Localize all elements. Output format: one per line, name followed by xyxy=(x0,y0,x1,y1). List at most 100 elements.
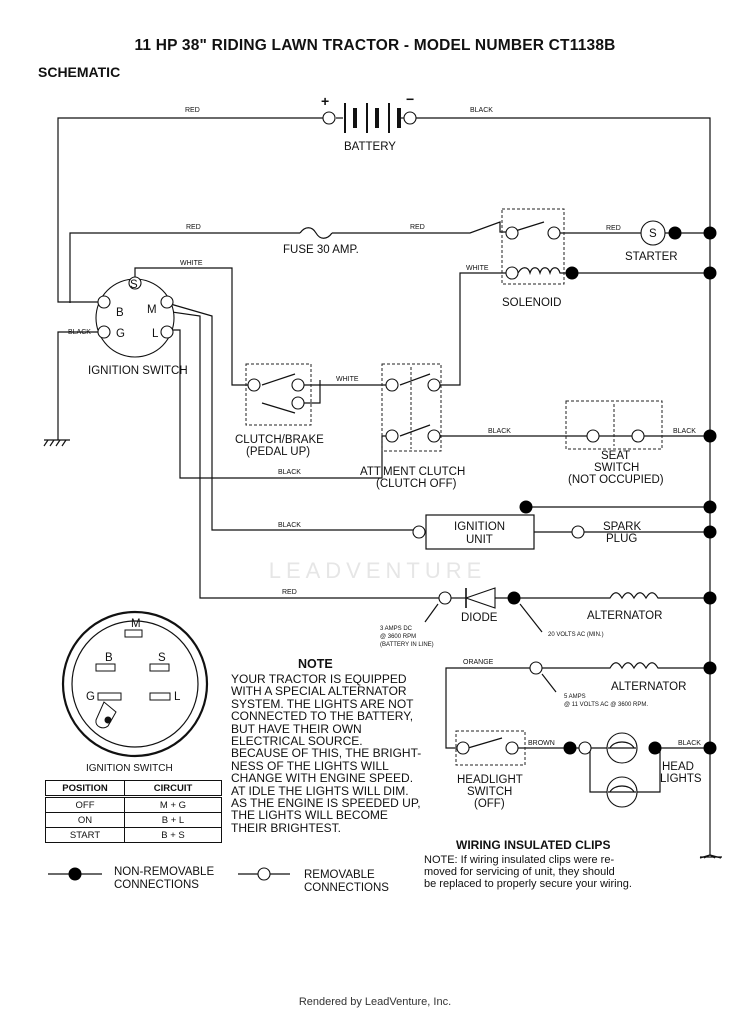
wire-label-red: RED xyxy=(606,225,621,232)
footer-credit: Rendered by LeadVenture, Inc. xyxy=(298,996,452,1008)
page-title: 11 HP 38" RIDING LAWN TRACTOR - MODEL NU… xyxy=(134,37,616,54)
table-header: CIRCUIT xyxy=(124,780,222,798)
terminal-b-label: B xyxy=(116,307,124,319)
head-lights-label-2: LIGHTS xyxy=(660,773,702,785)
wire-label-black: BLACK xyxy=(470,107,493,114)
ignition-switch-label: IGNITION SWITCH xyxy=(88,365,188,377)
terminal-m xyxy=(160,295,174,309)
legend-non-removable-label: NON-REMOVABLE xyxy=(114,866,214,878)
note-title: NOTE xyxy=(298,657,333,671)
wire-label-black: BLACK xyxy=(278,469,301,476)
solenoid-box xyxy=(501,208,565,285)
alternator-label: ALTERNATOR xyxy=(587,610,662,622)
page-subtitle: SCHEMATIC xyxy=(38,64,121,80)
dc-spec-line-2: @ 3600 RPM xyxy=(380,634,416,640)
terminal-g xyxy=(97,325,111,339)
wire-label-black: BLACK xyxy=(68,329,91,336)
table-row: OFF M + G xyxy=(45,796,222,813)
spark-plug-label: SPARK xyxy=(603,521,641,533)
wire-label-red: RED xyxy=(282,589,297,596)
terminal-m-label: M xyxy=(147,304,157,316)
table-cell: OFF xyxy=(45,796,125,813)
ac-min-spec: 20 VOLTS AC (MIN.) xyxy=(548,632,604,638)
headlight-switch-label-2: SWITCH xyxy=(467,786,512,798)
starter-label: STARTER xyxy=(625,251,678,263)
table-cell: START xyxy=(45,827,125,843)
headlight-switch-label: HEADLIGHT xyxy=(457,774,523,786)
seat-switch-sublabel: (NOT OCCUPIED) xyxy=(568,474,664,486)
ignition-unit-label-2: UNIT xyxy=(466,534,493,546)
legend-non-removable-label-2: CONNECTIONS xyxy=(114,879,199,891)
table-cell: B + S xyxy=(124,827,222,843)
seat-switch-box xyxy=(565,400,663,450)
starter-symbol: S xyxy=(649,228,657,240)
head-lights-label: HEAD xyxy=(662,761,694,773)
insulated-clips-title: WIRING INSULATED CLIPS xyxy=(456,838,611,852)
wire-label-white: WHITE xyxy=(466,265,489,272)
terminal-s-label: S xyxy=(130,279,138,291)
diode-label: DIODE xyxy=(461,612,498,624)
wire-label-orange: ORANGE xyxy=(463,659,494,666)
face-terminal-g: G xyxy=(86,691,95,703)
headlight-switch-sublabel: (OFF) xyxy=(474,798,505,810)
legend-removable-label-2: CONNECTIONS xyxy=(304,882,389,894)
fuse-label: FUSE 30 AMP. xyxy=(283,244,359,256)
table-cell: ON xyxy=(45,812,125,828)
head-lights-icon xyxy=(606,732,638,808)
table-cell: B + L xyxy=(124,812,222,828)
wire-label-red: RED xyxy=(410,224,425,231)
dc-spec-line-3: (BATTERY IN LINE) xyxy=(380,642,434,648)
terminal-s xyxy=(128,276,142,290)
seat-switch-label-2: SWITCH xyxy=(594,462,639,474)
position-circuit-table: POSITION CIRCUIT OFF M + G ON B + L STAR… xyxy=(45,780,222,843)
ignition-unit-label: IGNITION xyxy=(454,521,505,533)
table-header-row: POSITION CIRCUIT xyxy=(45,780,222,798)
face-terminal-s: S xyxy=(158,652,166,664)
seat-switch-label: SEAT xyxy=(601,450,630,462)
attachment-clutch-box xyxy=(381,363,442,452)
table-cell: M + G xyxy=(124,796,222,813)
non-removable-connections xyxy=(68,226,717,881)
clutch-brake-box xyxy=(245,363,312,426)
insulated-clips-body: NOTE: If wiring insulated clips were re-… xyxy=(424,854,632,891)
wire-label-black: BLACK xyxy=(673,428,696,435)
attachment-clutch-label: ATT'MENT CLUTCH xyxy=(360,466,465,478)
watermark: LEADVENTURE xyxy=(268,558,487,583)
wire-label-black: BLACK xyxy=(278,522,301,529)
wire-label-white: WHITE xyxy=(180,260,203,267)
clutch-brake-sublabel: (PEDAL UP) xyxy=(246,446,310,458)
battery-label: BATTERY xyxy=(344,141,396,153)
ignition-switch-face-diagram xyxy=(61,610,209,758)
attachment-clutch-sublabel: (CLUTCH OFF) xyxy=(376,478,457,490)
wire-label-red: RED xyxy=(185,107,200,114)
headlight-switch-box xyxy=(455,730,526,766)
ac-rpm-spec-line-2: @ 11 VOLTS AC @ 3600 RPM. xyxy=(564,702,648,708)
face-terminal-m: M xyxy=(131,618,141,630)
starter-icon xyxy=(640,220,666,246)
legend-removable-label: REMOVABLE xyxy=(304,869,375,881)
face-terminal-l: L xyxy=(174,691,181,703)
wire-label-black: BLACK xyxy=(488,428,511,435)
battery-plus-sign: + xyxy=(321,93,329,109)
table-header: POSITION xyxy=(45,780,125,798)
clutch-brake-label: CLUTCH/BRAKE xyxy=(235,434,324,446)
dc-spec-line-1: 3 AMPS DC xyxy=(380,626,413,632)
wire-label-brown: BROWN xyxy=(528,740,555,747)
battery-minus-sign: − xyxy=(406,91,414,107)
alternator-label: ALTERNATOR xyxy=(611,681,686,693)
table-row: ON B + L xyxy=(45,812,222,828)
ignition-diagram-caption: IGNITION SWITCH xyxy=(86,763,173,774)
spark-plug-label-2: PLUG xyxy=(606,533,637,545)
solenoid-label: SOLENOID xyxy=(502,297,561,309)
face-terminal-b: B xyxy=(105,652,113,664)
ac-rpm-spec-line-1: 5 AMPS xyxy=(564,694,586,700)
terminal-g-label: G xyxy=(116,328,125,340)
wire-label-black: BLACK xyxy=(678,740,701,747)
terminal-l-label: L xyxy=(152,328,159,340)
wire-label-red: RED xyxy=(186,224,201,231)
wire-label-white: WHITE xyxy=(336,376,359,383)
removable-connections xyxy=(247,111,645,881)
note-body: YOUR TRACTOR IS EQUIPPED WITH A SPECIAL … xyxy=(231,672,422,835)
terminal-b xyxy=(97,295,111,309)
